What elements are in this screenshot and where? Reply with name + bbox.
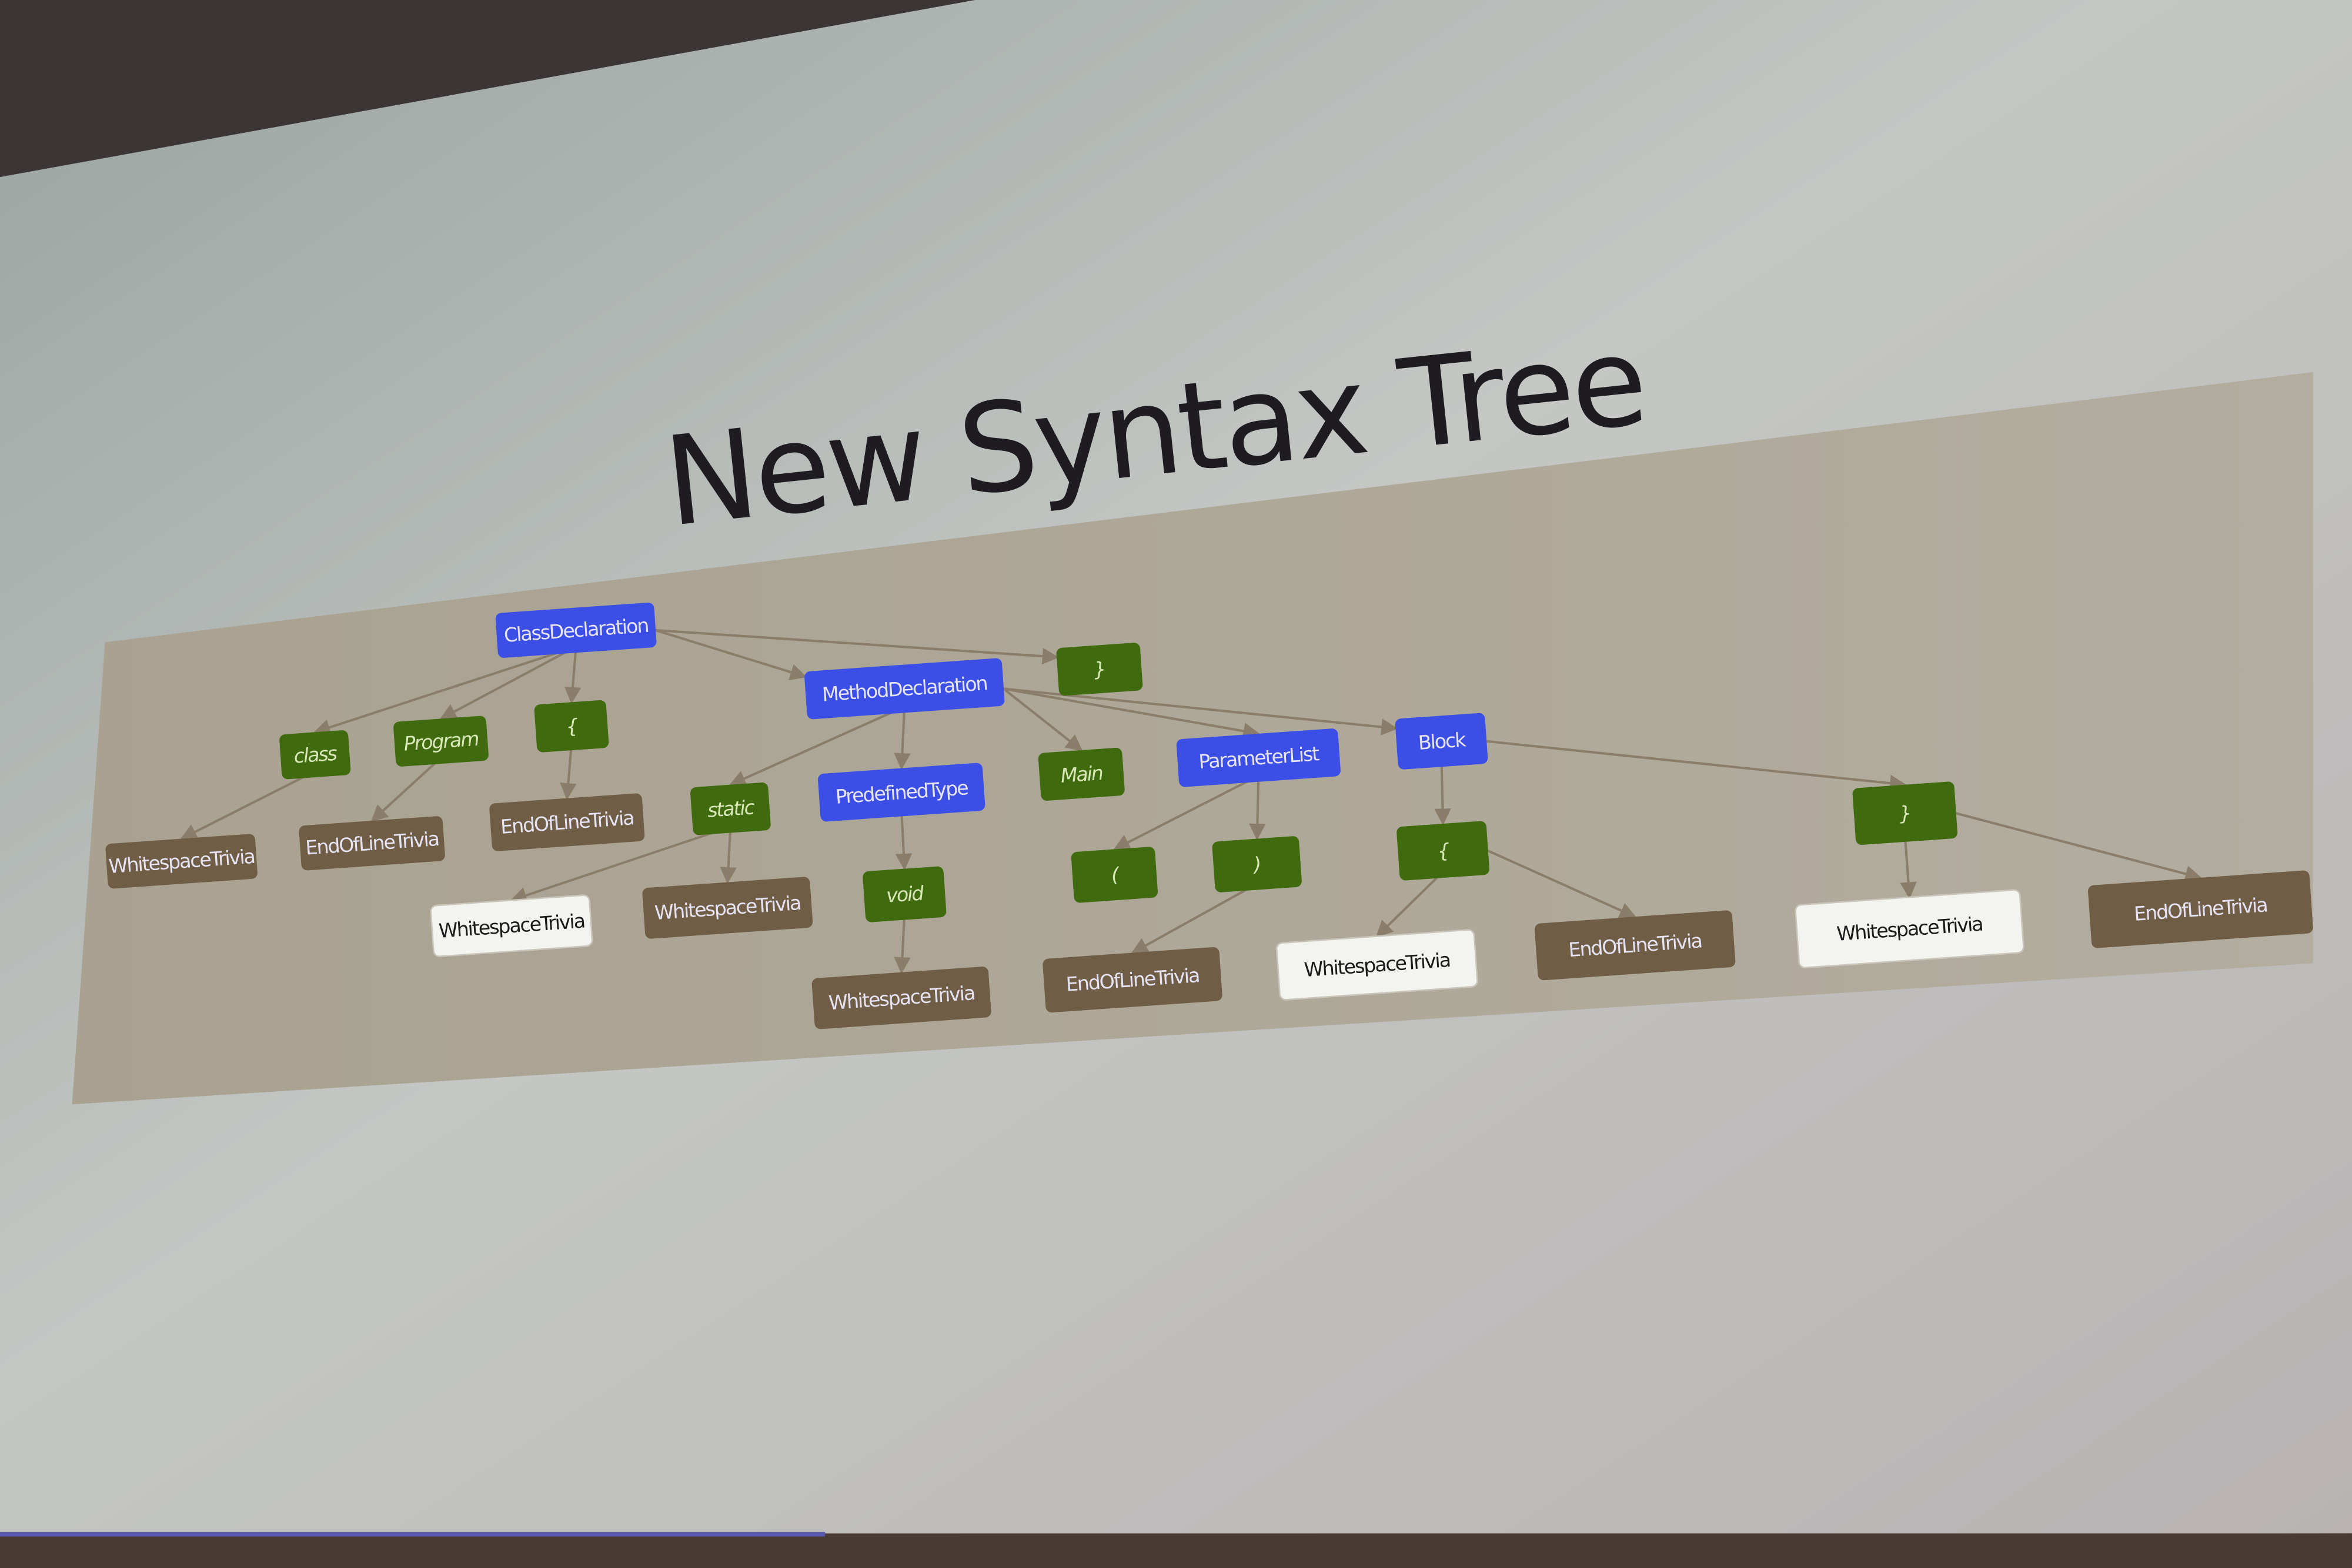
tree-node-box [534,700,609,753]
tree-node-trivia-light: WhitespaceTrivia [1275,929,1478,1001]
tree-edge [1112,774,1259,851]
tree-node-box [818,763,985,822]
tree-node-token: Main [1038,747,1125,801]
tree-node-label: { [565,714,579,738]
tree-node-label: void [886,881,926,907]
tree-edge [729,706,906,787]
tree-edge [655,628,807,681]
tree-node-label: ) [1251,852,1261,876]
tree-edge [1249,775,1266,841]
tree-node-box [1275,929,1478,1001]
tree-node-box [1038,747,1125,801]
tree-node-box [299,816,445,871]
tree-node-box [1534,910,1736,981]
tree-edge [720,827,737,884]
tree-edge [1434,760,1451,825]
tree-edge [560,744,577,800]
tree-node-trivia-dark: WhitespaceTrivia [811,967,991,1029]
tree-node-label: class [293,742,338,768]
tree-node-box [1852,781,1958,845]
tree-node-trivia-light: WhitespaceTrivia [1795,889,2024,969]
tree-node-box [1176,728,1341,787]
tree-edges [180,628,2203,974]
tree-node-token: Program [393,716,489,767]
tree-node-box [1212,836,1302,892]
tree-node-box [690,782,771,835]
screen-bottom-edge [0,1533,2352,1568]
tree-node-box [105,834,258,889]
tree-node-box [1056,643,1143,696]
tree-node-box [1795,889,2024,969]
tree-node-syntax-node: ClassDeclaration [495,602,657,658]
tree-node-box [279,730,351,780]
tree-edge [1003,687,1083,751]
tree-node-box [1043,947,1222,1013]
tree-node-token: { [1396,821,1489,881]
tree-node-syntax-node: Block [1395,713,1488,770]
tree-edge [1486,740,1907,792]
tree-edge [894,914,911,974]
tree-edge [313,646,577,736]
tree-node-syntax-node: MethodDeclaration [804,658,1005,720]
tree-edge [180,770,316,840]
tree-node-label: static [707,795,756,822]
tree-node-box [1071,847,1158,903]
tree-edge [895,810,913,871]
tree-edge [1375,871,1444,938]
tree-node-label: } [1093,657,1106,681]
tree-node-box [642,877,813,939]
tree-edge [655,628,1060,665]
tree-node-syntax-node: ParameterList [1176,728,1341,787]
tree-node-box [2087,870,2313,948]
tree-node-trivia-dark: EndOfLineTrivia [299,816,445,871]
tree-edge [370,757,442,822]
tree-edge [510,825,731,904]
tree-edge [1956,812,2203,882]
tree-node-box [804,658,1005,720]
tree-node-label: { [1436,839,1451,862]
tree-node-token: { [534,700,609,753]
tree-node-box [495,602,657,658]
tree-edge [894,706,911,770]
tree-node-label: } [1899,801,1912,825]
tree-node-token: class [279,730,351,780]
tree-node-box [393,716,489,767]
tree-node-box [1396,821,1489,881]
tree-node-token: ( [1071,847,1158,903]
tree-edge [1900,835,1917,900]
tree-edge [1003,687,1261,740]
tree-node-trivia-dark: WhitespaceTrivia [105,834,258,889]
tree-node-token: void [863,866,947,922]
tree-node-token: } [1852,781,1958,845]
tree-node-trivia-dark: WhitespaceTrivia [642,877,813,939]
tree-node-syntax-node: PredefinedType [818,763,985,822]
tree-edge [1487,850,1637,918]
tree-node-trivia-dark: EndOfLineTrivia [2087,870,2313,948]
tree-node-trivia-dark: EndOfLineTrivia [1043,947,1222,1013]
tree-node-box [1395,713,1488,770]
screen-bottom-accent [0,1532,826,1537]
tree-node-box [811,967,991,1029]
tree-node-token: static [690,782,771,835]
tree-node-label: Block [1418,728,1468,754]
tree-node-trivia-dark: EndOfLineTrivia [1534,910,1736,981]
tree-node-box [430,894,593,957]
tree-node-token: ) [1212,836,1302,892]
tree-node-box [863,866,947,922]
tree-node-trivia-dark: EndOfLineTrivia [489,793,645,851]
tree-node-trivia-light: WhitespaceTrivia [430,894,593,957]
tree-edge [1131,882,1258,954]
tree-edge [564,646,582,704]
diagram-panel [72,372,2313,1105]
tree-node-label: Main [1060,761,1104,787]
tree-node-label: Program [403,727,479,755]
tree-node-box [489,793,645,851]
tree-node-token: } [1056,643,1143,696]
tree-edge [439,646,577,720]
